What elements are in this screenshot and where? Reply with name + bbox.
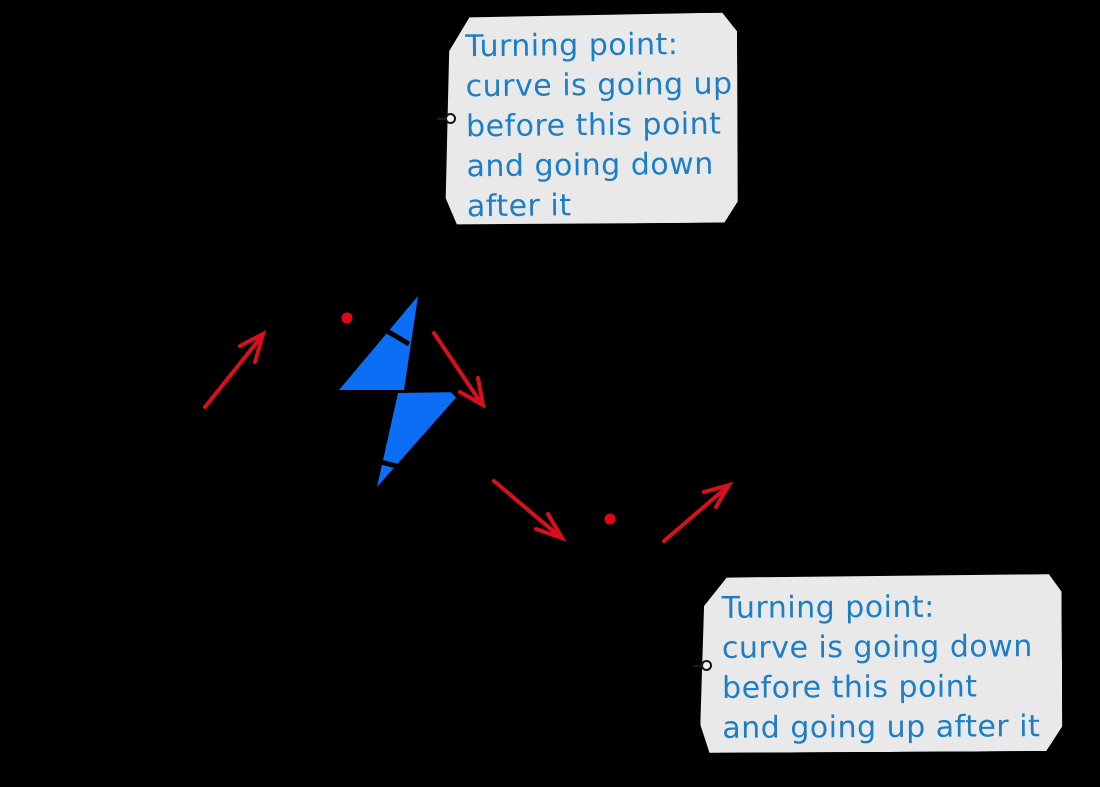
curve-down-arrow-before-min (492, 479, 567, 542)
curve-up-arrow-left (203, 330, 267, 409)
max-turning-point-callout: Turning point: curve is going up before … (443, 12, 739, 225)
curve-segment-over-bolt (376, 458, 405, 471)
lightning-bolt-icon (339, 296, 418, 390)
callout-line: curve is going up (465, 66, 733, 105)
circle-pin-icon (437, 113, 456, 124)
callout-title: Turning point: (721, 589, 935, 626)
curve-segment-over-bolt (380, 325, 411, 347)
leader-line-stub (693, 664, 703, 667)
callout-line: and going up after it (722, 709, 1041, 746)
callout-line: before this point (722, 669, 978, 706)
callout-line: and going down (466, 146, 714, 185)
curve-down-arrow-after-max (432, 331, 486, 409)
curve-up-arrow-right (662, 481, 734, 543)
callout-title: Turning point: (465, 27, 679, 65)
curve-segment-over-bolt (444, 382, 464, 402)
leader-line-stub (437, 117, 447, 120)
callout-line: curve is going down (721, 629, 1033, 666)
callout-line: after it (466, 188, 572, 225)
circle-pin-icon (693, 660, 712, 671)
maximum-turning-point-dot (341, 312, 353, 324)
minimum-turning-point-dot (604, 513, 616, 525)
lightning-bolt-icon (377, 392, 461, 487)
min-turning-point-callout: Turning point: curve is going down befor… (700, 574, 1063, 753)
callout-line: before this point (465, 106, 722, 145)
